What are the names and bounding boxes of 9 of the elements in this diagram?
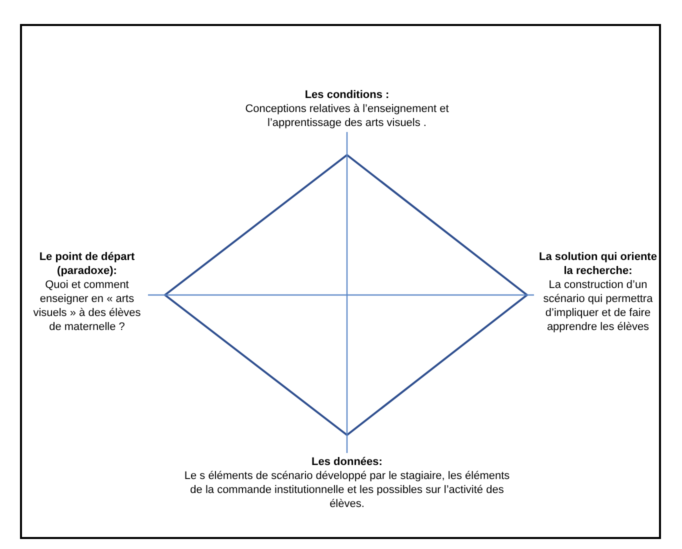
body-text: Le s éléments de scénario développé par le stagiaire, les éléments de la commande institutionnelle et les possibles sur l’activité des élèves. <box>183 469 511 511</box>
heading-text: Les données: <box>310 455 384 469</box>
heading-text: Le point de départ (paradoxe): <box>38 250 136 278</box>
body-text: Conceptions relatives à l’enseignement et l’apprentissage des arts visuels . <box>244 102 450 130</box>
heading-text: Les conditions : <box>304 88 390 102</box>
connector-line <box>346 132 348 453</box>
body-text: La construction d’un scénario qui permettra d’impliquer et de faire apprendre les élèves <box>542 278 654 334</box>
body-text: Quoi et comment enseigner en « arts visuels » à des élèves de maternelle ? <box>32 278 142 334</box>
heading-text: La solution qui oriente la recherche: <box>538 250 658 278</box>
